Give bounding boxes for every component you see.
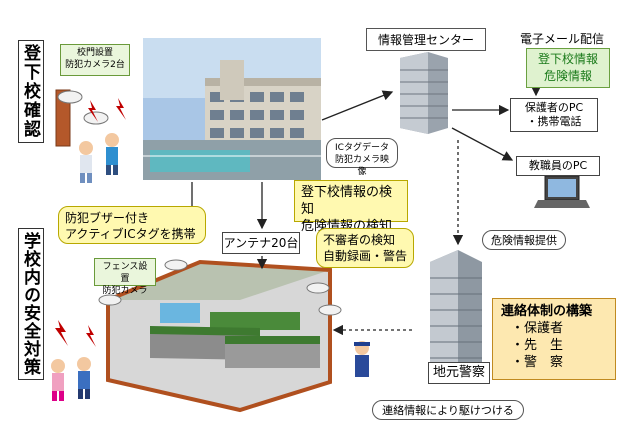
management-center-building [400,52,448,134]
police-label: 地元警察 [432,365,485,380]
contact-item: ・先 生 [511,338,564,353]
danger-provide-callout: 危険情報提供 [482,230,566,250]
buzzer-callout: 防犯ブザー付き アクティブICタグを携帯 [58,206,206,244]
contact-system-title: 連絡体制の構築 [501,304,593,319]
fence-camera-line1: フェンス設置 [102,262,148,284]
laptop-icon [534,175,590,208]
antenna-label: アンテナ20台 [223,236,299,250]
parent-pc-line2: ・携帯電話 [526,115,582,128]
police-label-box: 地元警察 [428,362,490,384]
email-info-line1: 登下校情報 [537,52,598,66]
danger-provide-label: 危険情報提供 [491,234,557,247]
parent-pc-line1: 保護者のPC [524,101,584,114]
email-title: 電子メール配信 [520,32,605,46]
ic-tag-callout: ICタグデータ 防犯カメラ映像 [326,138,398,177]
label-text: 登下校確認 [20,44,40,139]
gate-camera-line2: 防犯カメラ2台 [65,60,125,70]
detect-line1: 登下校情報の検知 [301,185,393,217]
school-model-drawing [106,259,332,413]
teacher-pc-label: 教職員のPC [528,159,588,172]
detect-callout: 登下校情報の検知 危険情報の検知 [294,180,408,234]
email-info-line2: 危険情報 [543,69,592,83]
contact-system-box: 連絡体制の構築 ・保護者 ・先 生 ・警 察 [492,298,616,380]
school-building-photo [143,38,321,180]
children-figure [51,133,370,401]
buzzer-line2: アクティブICタグを携帯 [65,227,196,241]
management-center-title: 情報管理センター [366,28,486,51]
fence-camera-line2: 防犯カメラ [102,286,148,296]
police-building [430,250,482,376]
antenna-box: アンテナ20台 [222,232,300,254]
gate-camera-line1: 校門設置 [76,48,113,58]
alert-bolt-icon [55,98,126,347]
contact-item: ・警 察 [511,355,564,370]
label-toukou-kakunin: 登下校確認 [18,40,44,143]
fence-camera-label: フェンス設置 防犯カメラ [94,258,156,296]
intruder-callout: 不審者の検知 自動録画・警告 [316,228,414,268]
intruder-line1: 不審者の検知 [323,233,396,247]
gate-camera-label: 校門設置 防犯カメラ2台 [60,44,130,76]
ic-tag-line2: 防犯カメラ映像 [334,155,389,177]
rush-label: 連絡情報により駆けつける [382,404,514,417]
contact-item: ・保護者 [511,321,564,336]
ic-tag-line1: ICタグデータ [335,143,389,153]
buzzer-line1: 防犯ブザー付き [65,211,150,225]
email-info-box: 登下校情報 危険情報 [526,48,610,88]
rush-callout: 連絡情報により駆けつける [372,400,524,420]
parent-pc-box: 保護者のPC ・携帯電話 [510,98,598,132]
label-gakkounai-anzen: 学校内の安全対策 [18,228,44,380]
label-text: 学校内の安全対策 [20,232,40,376]
teacher-pc-box: 教職員のPC [516,156,600,176]
intruder-line2: 自動録画・警告 [323,249,408,263]
